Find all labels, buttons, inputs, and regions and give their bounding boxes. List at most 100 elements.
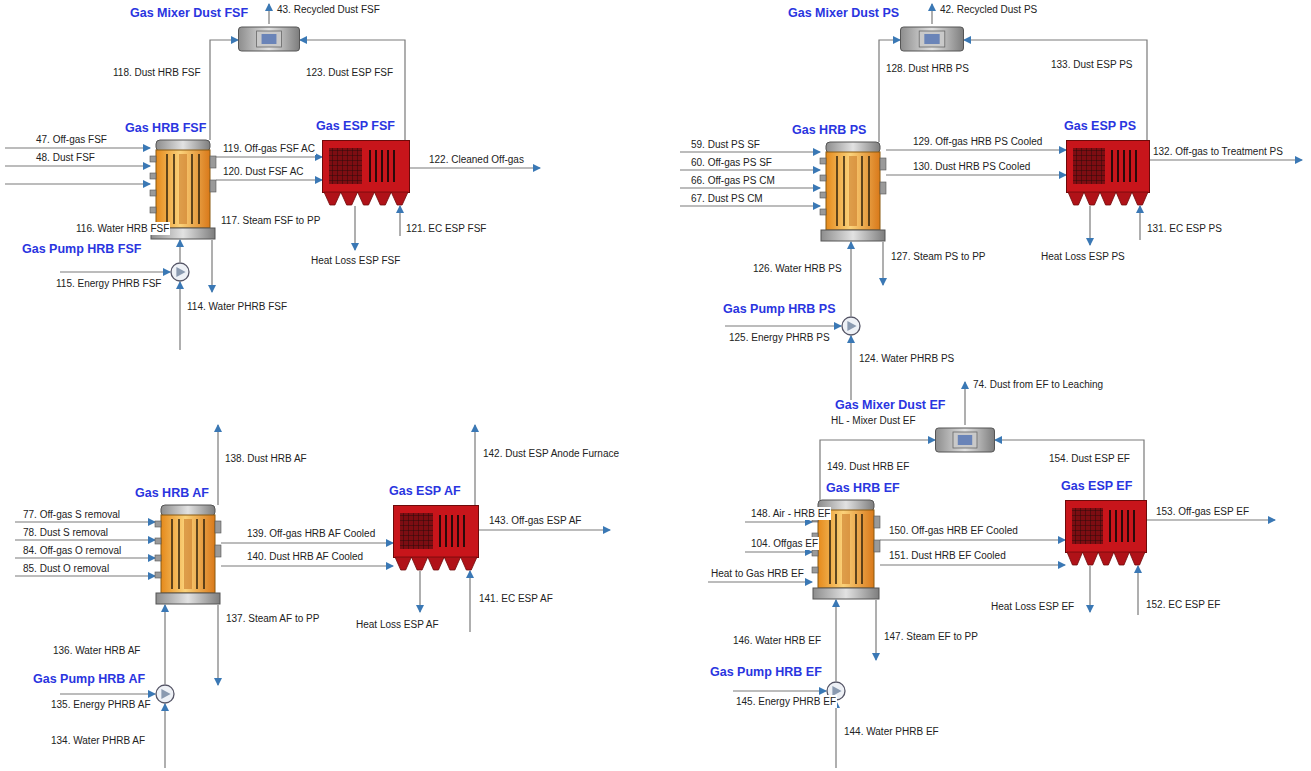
unit-heading: Gas HRB EF	[826, 481, 900, 496]
stream-label: 134. Water PHRB AF	[50, 734, 146, 747]
stream-label: 119. Off-gas FSF AC	[222, 142, 316, 155]
mix-icon	[935, 425, 995, 455]
water-pump: Gas Pump HRB FSF	[170, 262, 190, 282]
stream-label: 116. Water HRB FSF	[75, 222, 170, 235]
stream-label: 138. Dust HRB AF	[224, 452, 308, 465]
stream-label: 152. EC ESP EF	[1145, 598, 1221, 611]
unit-heading: Gas ESP FSF	[316, 119, 395, 134]
stream-line	[268, 4, 269, 24]
stream-line	[931, 4, 932, 24]
esp-icon	[1065, 500, 1147, 566]
stream-line	[5, 147, 150, 148]
esp-icon	[322, 140, 410, 206]
stream-line	[875, 600, 876, 660]
stream-line	[15, 557, 155, 558]
stream-connector	[850, 242, 851, 316]
hrb-icon	[155, 505, 221, 605]
stream-label: 85. Dust O removal	[22, 562, 110, 575]
heat-recovery-boiler: Gas HRB AF	[155, 505, 221, 605]
stream-label: 43. Recycled Dust FSF	[276, 3, 381, 16]
stream-label: 122. Cleaned Off-gas	[428, 153, 525, 166]
unit-heading: Gas Mixer Dust EF	[835, 398, 945, 413]
stream-line	[680, 187, 820, 188]
stream-label: 121. EC ESP FSF	[405, 222, 487, 235]
electrostatic-precipitator: Gas ESP EF	[1065, 500, 1147, 566]
stream-label: 47. Off-gas FSF	[35, 133, 108, 146]
unit-heading: Gas Pump HRB AF	[33, 672, 145, 687]
stream-line	[1150, 159, 1302, 160]
stream-line	[217, 425, 218, 505]
esp-icon	[1066, 140, 1150, 206]
stream-label: 48. Dust FSF	[35, 151, 96, 164]
stream-line	[1089, 206, 1090, 245]
stream-connector	[179, 240, 180, 262]
stream-label: 137. Steam AF to PP	[225, 612, 320, 625]
free-streams	[5, 4, 1302, 768]
unit-heading: Gas HRB FSF	[125, 121, 206, 136]
stream-label: 128. Dust HRB PS	[885, 62, 970, 75]
stream-label: Heat Loss ESP AF	[355, 618, 440, 631]
stream-label: 148. Air - HRB EF	[750, 507, 831, 520]
stream-connector	[879, 40, 900, 142]
stream-label: 135. Energy PHRB AF	[50, 698, 152, 711]
stream-label: 132. Off-gas to Treatment PS	[1152, 145, 1284, 158]
stream-label: 145. Energy PHRB EF	[735, 695, 837, 708]
stream-connector	[964, 40, 1147, 140]
pump-icon	[841, 316, 861, 336]
stream-label: 78. Dust S removal	[22, 526, 109, 539]
stream-line	[60, 693, 155, 694]
unit-heading: Gas Mixer Dust FSF	[130, 6, 248, 21]
unit-heading: Gas Mixer Dust PS	[788, 6, 899, 21]
esp-icon	[393, 505, 479, 571]
stream-line	[399, 206, 400, 236]
stream-label: 142. Dust ESP Anode Furnace	[482, 447, 620, 460]
stream-label: 140. Dust HRB AF Cooled	[246, 550, 364, 563]
stream-label: 127. Steam PS to PP	[890, 250, 987, 263]
stream-line	[419, 571, 420, 612]
stream-connector	[164, 605, 165, 684]
stream-label: 117. Steam FSF to PP	[220, 214, 321, 227]
stream-line	[15, 539, 155, 540]
stream-line	[211, 240, 212, 292]
stream-label: 42. Recycled Dust PS	[939, 3, 1038, 16]
stream-line	[680, 151, 820, 152]
stream-line	[708, 581, 812, 582]
unit-heading: Gas Pump HRB EF	[710, 665, 822, 680]
stream-label: Heat Loss ESP PS	[1040, 250, 1126, 263]
stream-connector	[216, 179, 322, 180]
stream-label: 126. Water HRB PS	[752, 262, 843, 275]
stream-label: 153. Off-gas ESP EF	[1155, 505, 1250, 518]
stream-line	[15, 575, 155, 576]
stream-label: 124. Water PHRB PS	[858, 352, 955, 365]
stream-line	[354, 206, 355, 250]
mix-icon	[238, 24, 300, 54]
dust-mixer: Gas Mixer Dust FSF	[238, 24, 300, 54]
connector-group	[165, 40, 1147, 684]
stream-line	[1089, 566, 1090, 612]
stream-line	[5, 165, 150, 166]
stream-label: HL - Mixer Dust EF	[830, 414, 917, 427]
stream-connector	[300, 40, 405, 140]
pump-icon	[170, 262, 190, 282]
stream-line	[479, 529, 610, 530]
stream-label: 84. Off-gas O removal	[22, 544, 122, 557]
unit-heading: Gas HRB PS	[792, 123, 866, 138]
stream-label: 149. Dust HRB EF	[826, 460, 910, 473]
stream-label: 60. Off-gas PS SF	[690, 156, 773, 169]
stream-line	[15, 521, 155, 522]
stream-label: Heat to Gas HRB EF	[710, 567, 805, 580]
stream-line	[217, 605, 218, 685]
stream-line	[1147, 519, 1275, 520]
stream-connector	[995, 440, 1144, 500]
stream-label: 104. Offgas EF	[750, 537, 819, 550]
stream-line	[850, 336, 851, 400]
stream-line	[680, 205, 820, 206]
stream-label: 59. Dust PS SF	[690, 138, 761, 151]
heat-recovery-boiler: Gas HRB PS	[820, 142, 886, 242]
water-pump: Gas Pump HRB PS	[841, 316, 861, 336]
hrb-icon	[820, 142, 886, 242]
stream-line	[469, 571, 470, 632]
stream-line	[5, 183, 150, 184]
